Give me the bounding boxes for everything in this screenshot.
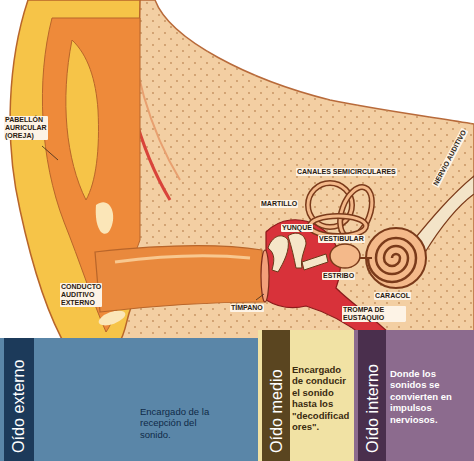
ear-section-band: Oído externoEncargado de la recepción de… xyxy=(0,338,258,461)
part-label: TÍMPANO xyxy=(230,304,264,312)
part-label: PABELLÓN AURICULAR (OREJA) xyxy=(4,116,48,140)
part-label: YUNQUE xyxy=(281,224,313,232)
ear-section-band: Oído medioEncargado de conducir el sonid… xyxy=(258,330,354,461)
part-label: CANALES SEMICIRCULARES xyxy=(296,168,397,176)
section-description: Donde los sonidos se convierten en impul… xyxy=(390,368,470,425)
section-description: Encargado de la recepción del sonido. xyxy=(140,406,220,440)
part-label: ESTRIBO xyxy=(322,272,355,280)
section-heading: Oído interno xyxy=(358,330,386,461)
part-label: CONDUCTO AUDITIVO EXTERNO xyxy=(60,283,102,307)
section-heading: Oído medio xyxy=(262,330,290,461)
section-description: Encargado de conducir el sonido hasta lo… xyxy=(292,364,352,432)
section-heading: Oído externo xyxy=(4,338,34,461)
part-label: VESTIBULAR xyxy=(318,235,365,243)
part-label: TROMPA DE EUSTAQUIO xyxy=(342,306,406,322)
ear-section-band: Oído internoDonde los sonidos se convier… xyxy=(354,330,474,461)
part-label: CARACOL xyxy=(374,292,411,300)
part-label: MARTILLO xyxy=(260,200,298,208)
